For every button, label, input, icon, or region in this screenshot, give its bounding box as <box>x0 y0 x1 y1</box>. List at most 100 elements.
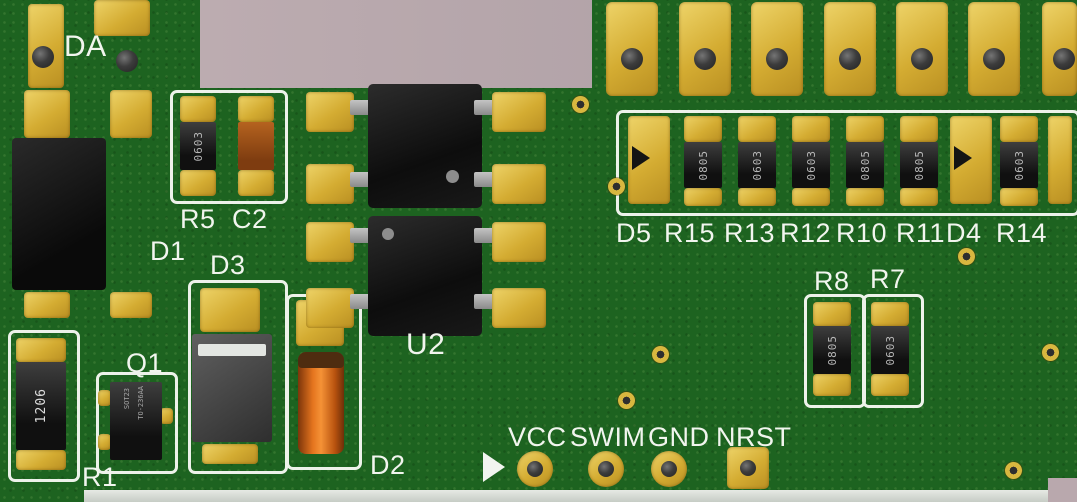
solder-pad <box>180 170 216 196</box>
chip-marking: 0805 <box>858 149 872 181</box>
ic-lead <box>350 172 372 187</box>
solder-pad <box>684 188 722 206</box>
solder-pad <box>110 292 152 318</box>
via <box>618 392 635 409</box>
component-c2-body <box>238 122 274 170</box>
ic-lead <box>474 100 494 115</box>
via <box>1042 344 1059 361</box>
chip-marking: 0603 <box>750 149 764 181</box>
silkscreen-outline-r1 <box>8 330 80 482</box>
solder-pad <box>306 288 354 328</box>
chip-marking: 0805 <box>912 149 926 181</box>
header-pad-gnd <box>651 451 687 487</box>
silkscreen-label-vcc: VCC <box>508 422 567 452</box>
drill-hole <box>740 460 756 476</box>
solder-pad <box>492 222 546 262</box>
silkscreen-label-r7: R7 <box>870 264 906 294</box>
silkscreen-outline-resistor-row <box>616 110 1077 216</box>
solder-pad <box>900 116 938 142</box>
ic-lead <box>474 294 494 309</box>
solder-pad <box>180 96 216 122</box>
header-pad-swim <box>588 451 624 487</box>
solder-pad <box>846 188 884 206</box>
silkscreen-label-d3: D3 <box>210 250 246 280</box>
header-pad-nrst <box>727 447 769 489</box>
solder-pad <box>16 338 66 362</box>
silkscreen-label-r5: R5 <box>180 204 216 234</box>
silkscreen-label-r8: R8 <box>814 266 850 296</box>
silkscreen-label-da: DA <box>64 30 107 63</box>
drill-hole <box>661 461 677 477</box>
connector-pad <box>751 2 803 96</box>
solder-pad <box>238 96 274 122</box>
component-r11-body: 0805 <box>900 142 938 188</box>
silkscreen-label-d5: D5 <box>616 218 652 248</box>
solder-pad <box>24 292 70 318</box>
component-d1-body <box>12 138 106 290</box>
silkscreen-label-d1: D1 <box>150 236 186 266</box>
drill-hole <box>116 50 138 72</box>
silkscreen-label-d2: D2 <box>370 450 406 480</box>
drill-hole <box>1053 48 1075 70</box>
solder-pad <box>24 90 70 138</box>
component-r14-body: 0603 <box>1000 142 1038 188</box>
component-u2-body-upper <box>368 84 482 208</box>
drill-hole <box>839 48 861 70</box>
component-r7-body: 0603 <box>871 326 909 374</box>
ic-lead <box>350 228 372 243</box>
connector-pad <box>968 2 1020 96</box>
drill-hole <box>983 48 1005 70</box>
silkscreen-label-r1: R1 <box>82 462 118 492</box>
solder-pad <box>813 302 851 326</box>
ic-lead <box>350 294 372 309</box>
solder-pad <box>492 164 546 204</box>
chip-marking: 0603 <box>1012 149 1026 181</box>
component-r12-body: 0603 <box>792 142 830 188</box>
component-r15-body: 0805 <box>684 142 722 188</box>
drill-hole <box>911 48 933 70</box>
solder-pad <box>160 408 173 424</box>
diode-symbol-d5 <box>632 146 650 170</box>
via <box>572 96 589 113</box>
solder-pad <box>306 164 354 204</box>
drill-hole <box>694 48 716 70</box>
drill-hole <box>32 46 54 68</box>
connector-pad <box>824 2 876 96</box>
component-r5-body: 0603 <box>180 122 216 170</box>
connector-pad <box>896 2 948 96</box>
silkscreen-label-r14: R14 <box>996 218 1048 248</box>
connector-pad <box>1042 2 1077 96</box>
solder-pad <box>1048 116 1072 204</box>
solder-pad <box>492 92 546 132</box>
via <box>958 248 975 265</box>
chip-marking: 1206 <box>33 388 49 424</box>
silkscreen-outline-r7 <box>862 294 924 408</box>
solder-pad <box>306 222 354 262</box>
component-d2-top <box>298 352 344 368</box>
silkscreen-label-u2: U2 <box>406 328 446 361</box>
drill-hole <box>621 48 643 70</box>
silkscreen-label-r13: R13 <box>724 218 776 248</box>
chip-marking: 0603 <box>804 149 818 181</box>
solder-pad <box>94 0 150 36</box>
connector-pad <box>606 2 658 96</box>
component-q1-body: SOT23 TO-236AA <box>110 382 162 460</box>
component-u2-body-lower <box>368 216 482 336</box>
silkscreen-outline-r5c2 <box>170 90 288 204</box>
via <box>1005 462 1022 479</box>
solder-pad <box>1000 188 1038 206</box>
silkscreen-label-r10: R10 <box>836 218 888 248</box>
header-pad-vcc <box>517 451 553 487</box>
diode-symbol-d4 <box>954 146 972 170</box>
solder-pad <box>110 90 152 138</box>
silkscreen-label-swim: SWIM <box>570 422 646 452</box>
solder-pad <box>738 116 776 142</box>
chip-marking: TO-236AA <box>137 386 145 420</box>
solder-pad <box>1000 116 1038 142</box>
solder-pad <box>200 288 260 332</box>
ic-lead <box>474 172 494 187</box>
solder-pad <box>813 374 851 396</box>
component-d2-body <box>298 352 344 454</box>
pin1-dot <box>382 228 394 240</box>
